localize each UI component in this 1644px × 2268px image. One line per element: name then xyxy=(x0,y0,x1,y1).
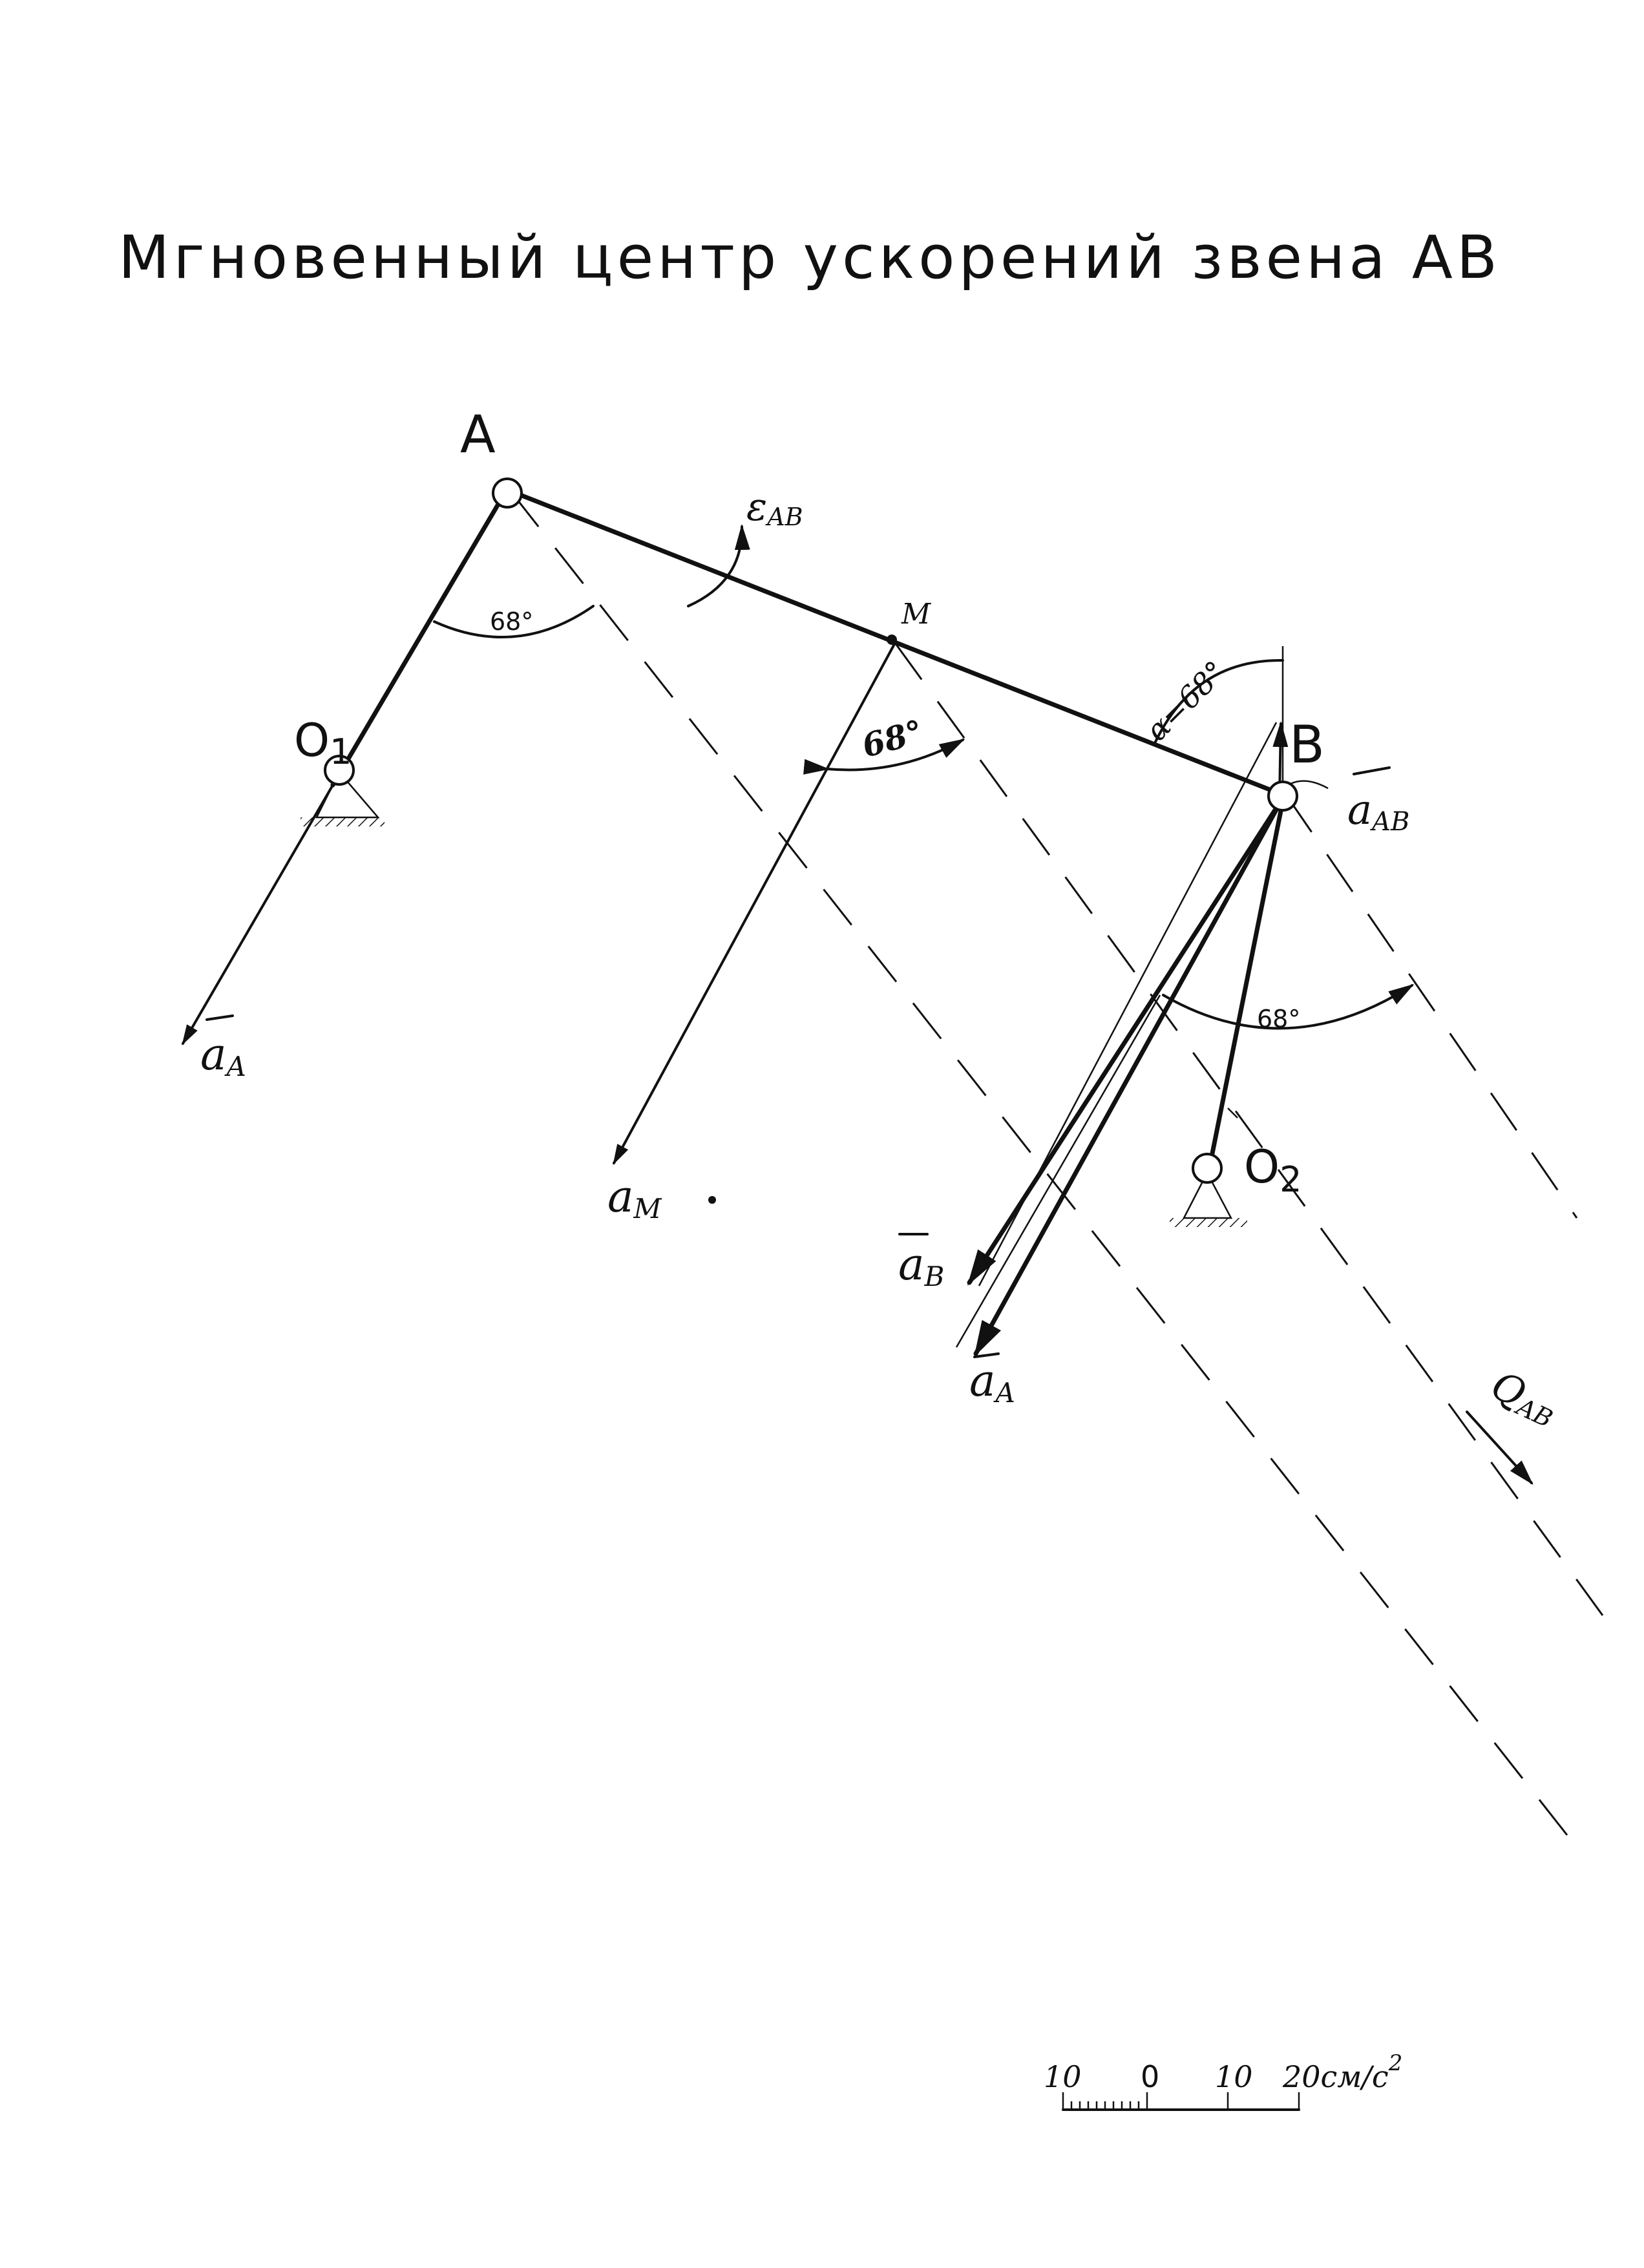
joint-o1 xyxy=(324,755,355,786)
joint-o2 xyxy=(1192,1153,1223,1184)
epsilon-arrow xyxy=(687,524,750,607)
scale-tick-0: 0 xyxy=(1141,2059,1159,2094)
scale-tick-20-unit: 20см/с2 xyxy=(1282,2050,1402,2094)
label-m: M xyxy=(901,598,931,631)
stray-dot xyxy=(708,1196,716,1204)
link-o1-a xyxy=(330,492,507,788)
angle-arc-m xyxy=(803,739,965,775)
page-title: Мгновенный центр ускорений звена AB xyxy=(118,223,1501,292)
label-epsilon-ab: εAB xyxy=(746,485,803,531)
joint-b xyxy=(1267,781,1298,812)
angle-label-m: 68° xyxy=(858,712,927,764)
svg-text:aA: aA xyxy=(200,1029,246,1082)
vector-a-m xyxy=(613,642,896,1165)
label-vector-a-m: aM xyxy=(607,1171,662,1224)
angle-label-b: 68° xyxy=(1257,1005,1300,1033)
label-vector-a-a-right: aA xyxy=(969,1352,1015,1409)
angle-label-a: 68° xyxy=(490,607,533,636)
svg-text:aB: aB xyxy=(898,1239,944,1292)
dashed-line-from-m xyxy=(894,642,1604,1616)
label-o1: O1 xyxy=(294,714,352,772)
angle-arc-b xyxy=(1162,983,1415,1030)
link-a-b xyxy=(508,488,1285,797)
support-o2 xyxy=(1170,1172,1247,1227)
center-direction-arrow xyxy=(1466,1411,1533,1485)
leader-o2 xyxy=(1227,1108,1238,1118)
svg-text:aA: aA xyxy=(969,1356,1015,1409)
vector-a-a-right xyxy=(973,795,1285,1357)
point-m xyxy=(887,635,897,645)
label-a: A xyxy=(460,404,496,465)
svg-text:aM: aM xyxy=(607,1171,662,1224)
svg-text:aAB: aAB xyxy=(1347,786,1409,837)
vector-a-a-left xyxy=(182,784,334,1045)
vector-a-a-copy-side xyxy=(955,994,1161,1348)
dashed-line-from-a xyxy=(509,490,1568,1836)
dashed-line-from-b xyxy=(1285,794,1578,1219)
label-vector-a-a-left: aA xyxy=(200,1014,246,1082)
angle-arc-a xyxy=(433,605,595,639)
support-o1 xyxy=(300,772,385,826)
link-b-o2 xyxy=(1206,799,1285,1175)
label-vector-a-b: aB xyxy=(898,1233,944,1292)
vector-a-b xyxy=(967,795,1285,1286)
scale-tick-10-neg: 10 xyxy=(1044,2059,1082,2094)
angle-arc-alpha xyxy=(1154,658,1284,743)
label-q-ab: QAB xyxy=(1484,1363,1565,1433)
joint-a xyxy=(492,478,523,509)
label-o2: O2 xyxy=(1244,1140,1302,1200)
label-vector-a-ab: aAB xyxy=(1347,766,1409,837)
label-b: B xyxy=(1289,715,1325,775)
scale-bar: 10 0 10 20см/с2 xyxy=(1044,2050,1402,2111)
scale-tick-10: 10 xyxy=(1215,2059,1253,2094)
angle-label-alpha: α=68° xyxy=(1139,654,1233,748)
